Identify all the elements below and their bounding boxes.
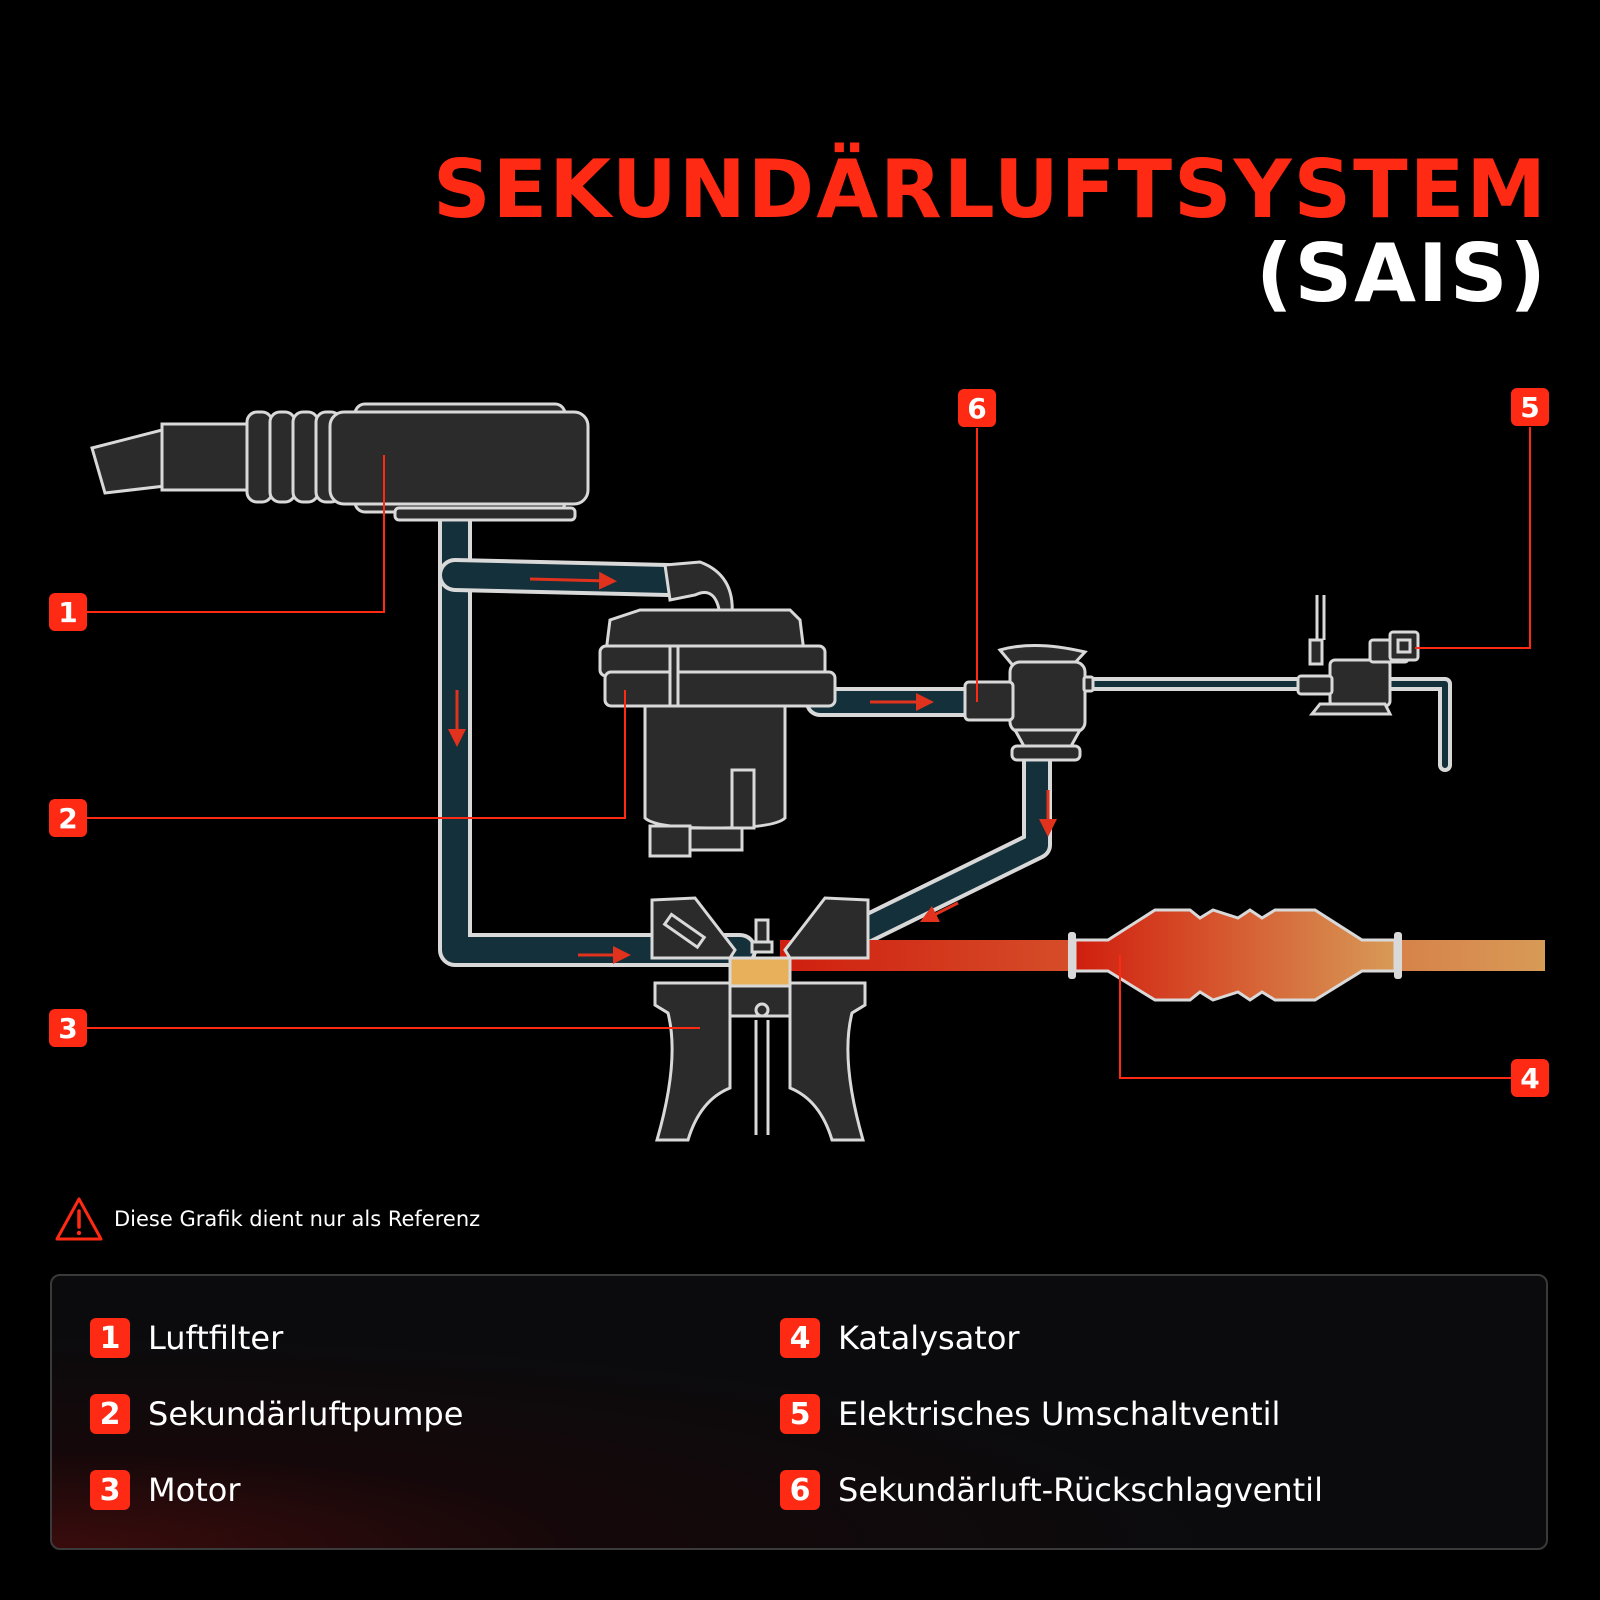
legend-badge: 3: [90, 1470, 130, 1510]
legend-label: Sekundärluftpumpe: [148, 1395, 464, 1433]
title-sub: (SAIS): [1255, 227, 1548, 320]
legend-label: Sekundärluft-Rückschlagventil: [838, 1471, 1323, 1509]
warning-triangle-icon: [55, 1197, 103, 1241]
warning-text: Diese Grafik dient nur als Referenz: [114, 1207, 481, 1231]
exhaust-flange-left: [1068, 932, 1076, 979]
catalytic-converter: [1073, 908, 1397, 1002]
svg-text:1: 1: [58, 596, 77, 629]
engine: [650, 896, 870, 1142]
callout-tag-5: 5: [1511, 388, 1549, 426]
legend-item-secondary-air-pump: 2 Sekundärluftpumpe: [90, 1376, 780, 1452]
exhaust-line: [780, 908, 1545, 1002]
electric-switching-valve: [1296, 595, 1420, 716]
sais-diagram: 1 2 3 4 5 6: [49, 388, 1549, 1142]
page-title: SEKUNDÄRLUFTSYSTEM (SAIS): [433, 150, 1548, 314]
callout-tag-1: 1: [49, 593, 87, 631]
legend-badge: 5: [780, 1394, 820, 1434]
svg-text:2: 2: [58, 802, 77, 835]
legend-label: Katalysator: [838, 1319, 1020, 1357]
warning-note: Diese Grafik dient nur als Referenz: [54, 1196, 480, 1242]
air-pipes: [438, 498, 1452, 967]
legend-label: Elektrisches Umschaltventil: [838, 1395, 1281, 1433]
legend-item-air-filter: 1 Luftfilter: [90, 1300, 780, 1376]
callout-tag-4: 4: [1511, 1059, 1549, 1097]
legend-item-engine: 3 Motor: [90, 1452, 780, 1528]
air-filter: [90, 402, 590, 522]
legend-panel: 1 Luftfilter 2 Sekundärluftpumpe 3 Motor…: [50, 1274, 1548, 1550]
callout-tag-2: 2: [49, 799, 87, 837]
leader-lines: [86, 427, 1531, 1079]
legend-item-switching-valve: 5 Elektrisches Umschaltventil: [780, 1376, 1516, 1452]
svg-text:4: 4: [1520, 1062, 1539, 1095]
svg-text:5: 5: [1520, 391, 1539, 424]
legend-badge: 1: [90, 1318, 130, 1358]
flow-arrows: [448, 571, 1334, 964]
secondary-air-pump: [598, 560, 837, 858]
legend-badge: 4: [780, 1318, 820, 1358]
title-main: SEKUNDÄRLUFTSYSTEM: [433, 143, 1548, 236]
legend-item-catalytic-converter: 4 Katalysator: [780, 1300, 1516, 1376]
exhaust-flange-right: [1394, 932, 1402, 979]
callout-tag-3: 3: [49, 1009, 87, 1047]
svg-text:6: 6: [967, 392, 986, 425]
legend-item-check-valve: 6 Sekundärluft-Rückschlagventil: [780, 1452, 1516, 1528]
svg-text:3: 3: [58, 1012, 77, 1045]
legend-badge: 6: [780, 1470, 820, 1510]
check-valve: [963, 644, 1095, 762]
legend-badge: 2: [90, 1394, 130, 1434]
legend-label: Luftfilter: [148, 1319, 284, 1357]
legend-label: Motor: [148, 1471, 241, 1509]
callout-tag-6: 6: [958, 389, 996, 427]
